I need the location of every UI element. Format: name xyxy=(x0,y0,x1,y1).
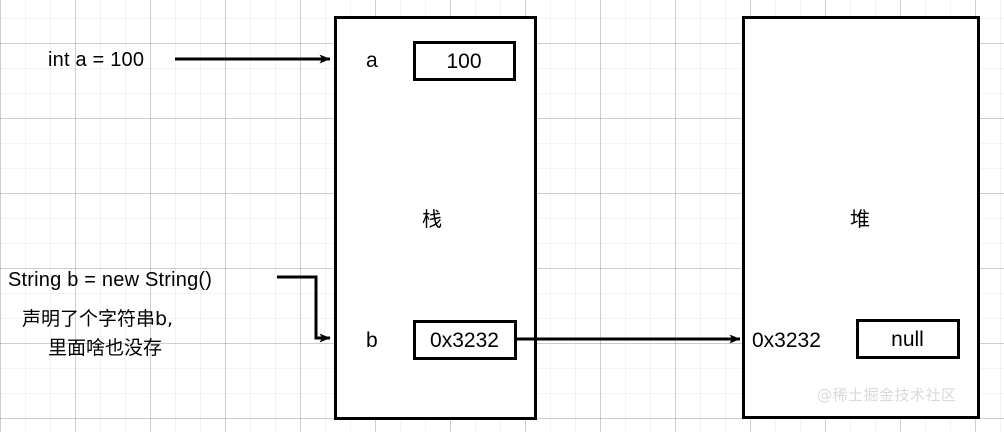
heap-cell-value: null xyxy=(891,328,924,351)
watermark: @稀土掘金技术社区 xyxy=(817,386,957,404)
connector-string-to-stack xyxy=(277,275,331,343)
annotation-string-note-line2: 里面啥也没存 xyxy=(48,337,163,359)
stack-cell-a-value: 100 xyxy=(446,50,482,73)
stack-var-label-a: a xyxy=(366,49,378,72)
annotation-string-note-line1: 声明了个字符串b, xyxy=(22,308,174,330)
annotation-string-declaration: String b = new String() xyxy=(8,269,213,291)
heap-region-label: 堆 xyxy=(850,207,870,231)
annotation-int-declaration: int a = 100 xyxy=(48,49,145,71)
heap-object-address: 0x3232 xyxy=(752,329,821,352)
stack-var-label-b: b xyxy=(366,329,378,352)
stack-region-label: 栈 xyxy=(422,207,442,231)
stack-cell-b-value: 0x3232 xyxy=(430,329,499,352)
